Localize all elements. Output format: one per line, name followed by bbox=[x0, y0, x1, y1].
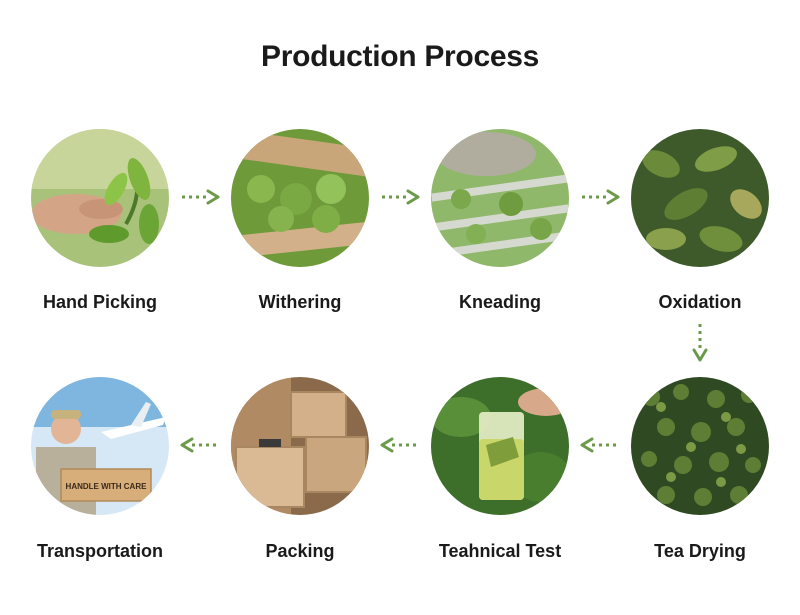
step-label: Kneading bbox=[458, 292, 541, 312]
technical-test-photo bbox=[431, 377, 569, 515]
arrow-left-icon bbox=[580, 437, 618, 453]
transportation-photo: HANDLE WITH CARE bbox=[31, 377, 169, 515]
arrow-left-icon bbox=[380, 437, 418, 453]
tea-drying-photo bbox=[631, 377, 769, 515]
step-label: Teahnical Test bbox=[438, 541, 562, 561]
arrow-right-icon bbox=[582, 189, 620, 205]
arrow-left-icon bbox=[180, 437, 218, 453]
step-label: Tea Drying bbox=[654, 541, 746, 561]
box-label: HANDLE WITH CARE bbox=[66, 482, 148, 491]
arrow-right-icon bbox=[182, 189, 220, 205]
step-label: Hand Picking bbox=[42, 292, 158, 312]
step-label: Oxidation bbox=[658, 292, 742, 312]
step-label: Packing bbox=[265, 541, 335, 561]
oxidation-photo bbox=[631, 129, 769, 267]
hand-picking-photo bbox=[31, 129, 169, 267]
step-label: Withering bbox=[258, 292, 342, 312]
arrow-right-icon bbox=[382, 189, 420, 205]
packing-photo bbox=[231, 377, 369, 515]
arrow-down-icon bbox=[692, 324, 708, 362]
diagram-title: Production Process bbox=[260, 40, 539, 73]
step-label: Transportation bbox=[36, 541, 163, 561]
withering-photo bbox=[231, 129, 369, 267]
kneading-photo bbox=[431, 129, 569, 267]
